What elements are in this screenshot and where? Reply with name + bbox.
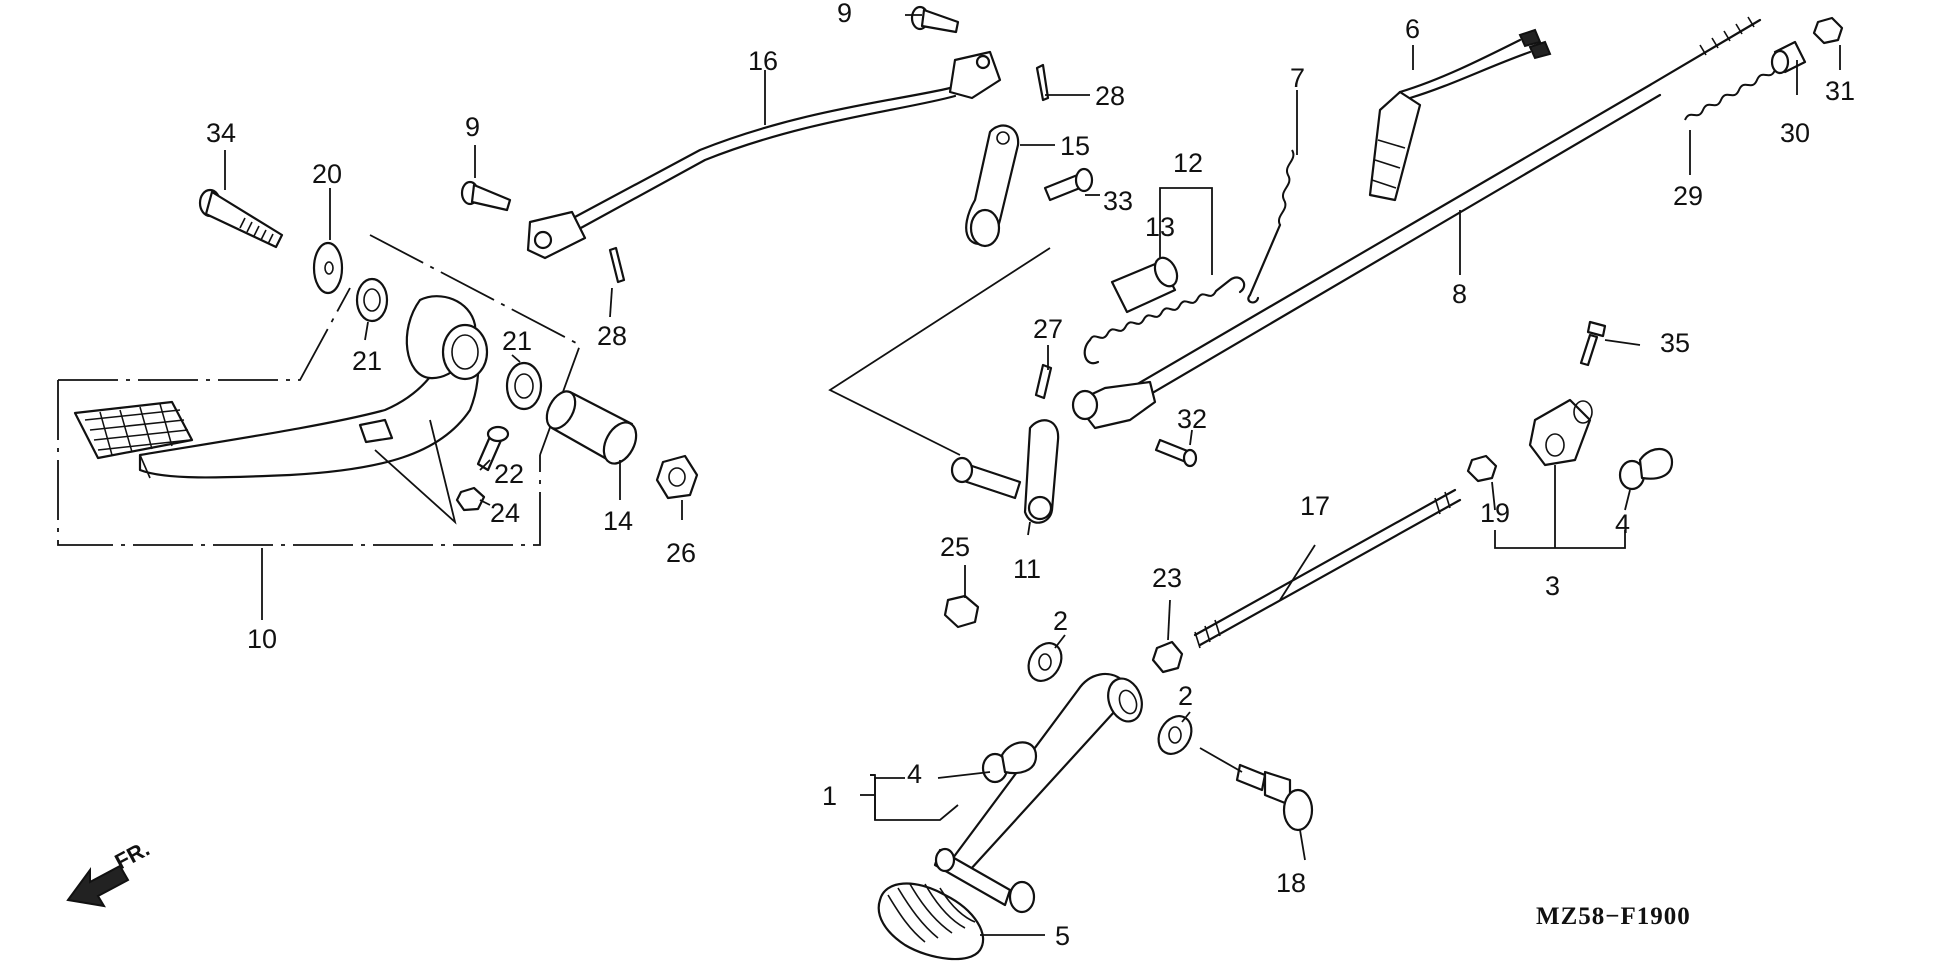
brake-spindle-11 bbox=[950, 419, 1060, 524]
callout-1: 1 bbox=[822, 781, 837, 811]
callout-21b: 21 bbox=[502, 326, 532, 356]
gearshift-pedal bbox=[933, 672, 1143, 914]
cotter-pin-28a bbox=[1035, 63, 1050, 102]
callout-4b: 4 bbox=[1615, 509, 1630, 539]
callout-22: 22 bbox=[494, 459, 524, 489]
callout-28a: 28 bbox=[1095, 81, 1125, 111]
callout-2b: 2 bbox=[1178, 681, 1193, 711]
callout-13: 13 bbox=[1145, 212, 1175, 242]
callout-9a: 9 bbox=[837, 0, 852, 28]
ball-joint-4a bbox=[1618, 447, 1674, 491]
nut-31 bbox=[1812, 16, 1844, 45]
bolt-34 bbox=[198, 188, 284, 249]
nut-19 bbox=[1466, 454, 1498, 483]
pin-9a bbox=[910, 5, 960, 34]
callout-32: 32 bbox=[1177, 404, 1207, 434]
diagram-code: MZ58−F1900 bbox=[1536, 903, 1691, 930]
callout-2a: 2 bbox=[1053, 606, 1068, 636]
arm-15 bbox=[965, 124, 1020, 248]
callout-14: 14 bbox=[603, 506, 633, 536]
joint-3 bbox=[1528, 398, 1593, 467]
callout-26: 26 bbox=[666, 538, 696, 568]
callout-17: 17 bbox=[1300, 491, 1330, 521]
callout-21a: 21 bbox=[352, 346, 382, 376]
callout-29: 29 bbox=[1673, 181, 1703, 211]
callout-3: 3 bbox=[1545, 571, 1560, 601]
bolt-35 bbox=[1579, 320, 1607, 367]
callout-7: 7 bbox=[1290, 63, 1305, 93]
pin-32 bbox=[1154, 438, 1198, 468]
callout-25: 25 bbox=[940, 532, 970, 562]
rubber-5 bbox=[877, 882, 985, 961]
callout-12: 12 bbox=[1173, 148, 1203, 178]
brake-switch-6 bbox=[1368, 28, 1552, 202]
bolt-33 bbox=[1043, 167, 1094, 202]
callout-4a: 4 bbox=[907, 759, 922, 789]
callout-9b: 9 bbox=[465, 112, 480, 142]
ball-joint-4b bbox=[981, 741, 1038, 784]
callout-24: 24 bbox=[490, 498, 520, 528]
brake-rod-8 bbox=[1071, 16, 1762, 430]
callout-33: 33 bbox=[1103, 186, 1133, 216]
callout-8: 8 bbox=[1452, 279, 1467, 309]
callout-labels: 1 2 2 3 4 4 5 6 7 8 9 9 10 11 12 13 14 1… bbox=[206, 0, 1855, 951]
callout-27: 27 bbox=[1033, 314, 1063, 344]
pivot-bolt-18 bbox=[1199, 747, 1314, 832]
washer-2b bbox=[1157, 715, 1193, 755]
nut-26 bbox=[655, 454, 699, 500]
washer-2a bbox=[1027, 642, 1063, 682]
rubber-13 bbox=[1110, 256, 1179, 314]
collar-14 bbox=[545, 390, 638, 465]
callout-31: 31 bbox=[1825, 76, 1855, 106]
callout-30: 30 bbox=[1780, 118, 1810, 148]
callout-35: 35 bbox=[1660, 328, 1690, 358]
brake-pedal-assembly-frame bbox=[57, 234, 582, 620]
pin-9b bbox=[460, 180, 512, 212]
callout-28b: 28 bbox=[597, 321, 627, 351]
brake-rod-16 bbox=[526, 50, 1002, 260]
spring-12 bbox=[1083, 276, 1246, 365]
joint-30 bbox=[1770, 40, 1807, 75]
callout-16: 16 bbox=[748, 46, 778, 76]
nut-23 bbox=[1151, 640, 1184, 674]
brake-pedal bbox=[73, 295, 489, 479]
callout-6: 6 bbox=[1405, 14, 1420, 44]
callout-34: 34 bbox=[206, 118, 236, 148]
callout-15: 15 bbox=[1060, 131, 1090, 161]
washer-20 bbox=[312, 241, 344, 295]
callout-11: 11 bbox=[1013, 554, 1041, 584]
callout-23: 23 bbox=[1152, 563, 1182, 593]
shift-rod-17 bbox=[1193, 488, 1462, 649]
spring-29 bbox=[1684, 69, 1776, 121]
spring-7 bbox=[1247, 149, 1295, 304]
front-direction-arrow: FR. bbox=[66, 836, 154, 908]
cotter-pin-28b bbox=[608, 246, 626, 284]
bearing-21a bbox=[355, 277, 389, 323]
callout-19: 19 bbox=[1480, 498, 1510, 528]
callout-20: 20 bbox=[312, 159, 342, 189]
nut-24 bbox=[455, 486, 486, 512]
bearing-21b bbox=[505, 361, 543, 411]
callout-10: 10 bbox=[247, 624, 277, 654]
callout-5: 5 bbox=[1055, 921, 1070, 951]
callout-18: 18 bbox=[1276, 868, 1306, 898]
spindle-link-line bbox=[828, 247, 1051, 456]
leader-lines bbox=[224, 14, 1841, 936]
nut-25 bbox=[943, 594, 980, 629]
bolt-22 bbox=[476, 425, 510, 472]
